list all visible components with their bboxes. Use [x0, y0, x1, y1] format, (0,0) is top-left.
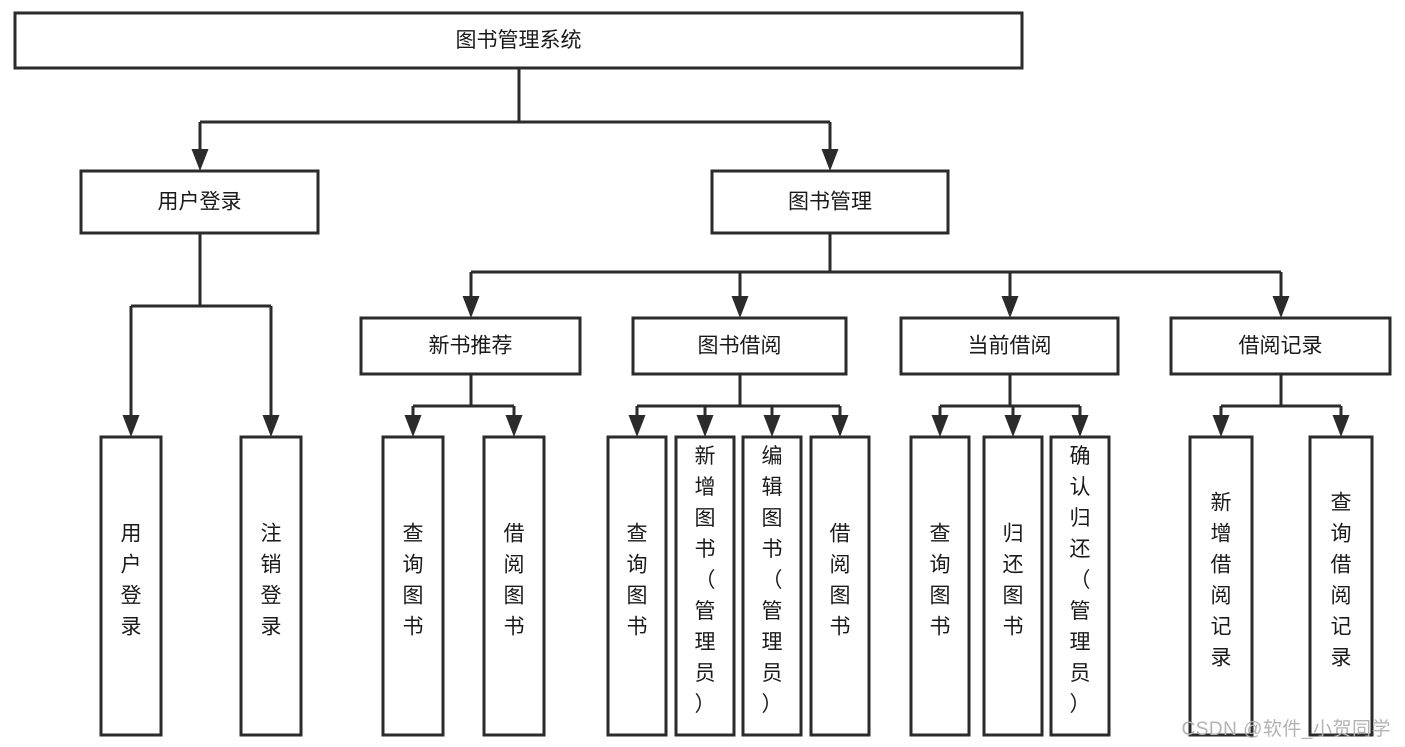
arrow-head	[262, 415, 280, 437]
arrow-head	[1071, 415, 1089, 437]
node-leaf-confirm-return[interactable]: 确认归还（管理员）	[1049, 435, 1111, 737]
node-box	[982, 435, 1044, 737]
node-box	[79, 169, 320, 235]
arrow-head	[505, 415, 523, 437]
arrow-head	[696, 415, 714, 437]
node-box	[899, 316, 1120, 376]
edges-layer	[122, 68, 1350, 437]
arrow-head	[931, 415, 949, 437]
node-root[interactable]: 图书管理系统	[13, 11, 1024, 70]
node-leaf-borrow-book-1[interactable]: 借阅图书	[482, 435, 546, 737]
node-label: 查询图书	[403, 523, 424, 639]
node-box	[1308, 435, 1374, 737]
arrow-head	[831, 415, 849, 437]
arrow-head	[462, 296, 480, 318]
node-label: 注销登录	[261, 523, 282, 639]
node-label: 图书管理系统	[456, 29, 582, 52]
node-label: 借阅图书	[830, 523, 851, 639]
node-box	[631, 316, 848, 376]
node-box	[99, 435, 163, 737]
node-label: 图书借阅	[698, 335, 782, 358]
node-box	[239, 435, 303, 737]
watermark-text: CSDN @软件_小贺同学	[1181, 719, 1391, 740]
node-label: 图书管理	[788, 191, 872, 214]
arrow-head	[1272, 296, 1290, 318]
node-label: 归还图书	[1003, 523, 1024, 639]
arrow-head	[628, 415, 646, 437]
node-label: 查询借阅记录	[1331, 492, 1352, 670]
node-label: 用户登录	[121, 523, 142, 639]
node-user-login[interactable]: 用户登录	[79, 169, 320, 235]
node-box	[1169, 316, 1392, 376]
arrow-head	[191, 149, 209, 171]
arrow-head	[1004, 415, 1022, 437]
arrow-head	[1001, 296, 1019, 318]
node-box	[809, 435, 871, 737]
arrow-head	[763, 415, 781, 437]
node-book-borrow[interactable]: 图书借阅	[631, 316, 848, 376]
node-box	[13, 11, 1024, 70]
node-leaf-query-book-3[interactable]: 查询图书	[909, 435, 971, 737]
node-label: 借阅图书	[504, 523, 525, 639]
node-leaf-edit-book[interactable]: 编辑图书（管理员）	[741, 435, 803, 737]
arrow-head	[122, 415, 140, 437]
node-book-manage[interactable]: 图书管理	[710, 169, 950, 235]
node-borrow-record[interactable]: 借阅记录	[1169, 316, 1392, 376]
node-new-book-rec[interactable]: 新书推荐	[359, 316, 582, 376]
node-leaf-borrow-book-2[interactable]: 借阅图书	[809, 435, 871, 737]
node-label: 新增图书（管理员）	[695, 445, 716, 716]
node-leaf-logout[interactable]: 注销登录	[239, 435, 303, 737]
node-box	[1049, 435, 1111, 737]
node-box	[741, 435, 803, 737]
arrow-head	[1212, 415, 1230, 437]
node-leaf-user-login[interactable]: 用户登录	[99, 435, 163, 737]
node-label: 借阅记录	[1239, 335, 1323, 358]
node-label: 新增借阅记录	[1211, 492, 1232, 670]
arrow-head	[1332, 415, 1350, 437]
node-box	[1188, 435, 1254, 737]
node-box	[606, 435, 668, 737]
arrow-head	[404, 415, 422, 437]
node-label: 确认归还（管理员）	[1070, 445, 1091, 716]
node-label: 新书推荐	[429, 335, 513, 358]
node-box	[909, 435, 971, 737]
node-box	[381, 435, 445, 737]
node-leaf-query-record[interactable]: 查询借阅记录	[1308, 435, 1374, 737]
node-label: 用户登录	[158, 191, 242, 214]
node-current-borrow[interactable]: 当前借阅	[899, 316, 1120, 376]
node-leaf-add-record[interactable]: 新增借阅记录	[1188, 435, 1254, 737]
node-box	[359, 316, 582, 376]
arrow-head	[821, 149, 839, 171]
node-label: 编辑图书（管理员）	[762, 445, 783, 716]
node-leaf-return-book[interactable]: 归还图书	[982, 435, 1044, 737]
arrow-head	[731, 296, 749, 318]
node-box	[482, 435, 546, 737]
nodes-layer: 图书管理系统用户登录图书管理新书推荐图书借阅当前借阅借阅记录用户登录注销登录查询…	[13, 11, 1392, 737]
node-leaf-query-book-1[interactable]: 查询图书	[381, 435, 445, 737]
node-leaf-add-book[interactable]: 新增图书（管理员）	[674, 435, 736, 737]
node-box	[710, 169, 950, 235]
node-label: 查询图书	[627, 523, 648, 639]
node-box	[674, 435, 736, 737]
node-label: 当前借阅	[968, 335, 1052, 358]
node-label: 查询图书	[930, 523, 951, 639]
node-leaf-query-book-2[interactable]: 查询图书	[606, 435, 668, 737]
